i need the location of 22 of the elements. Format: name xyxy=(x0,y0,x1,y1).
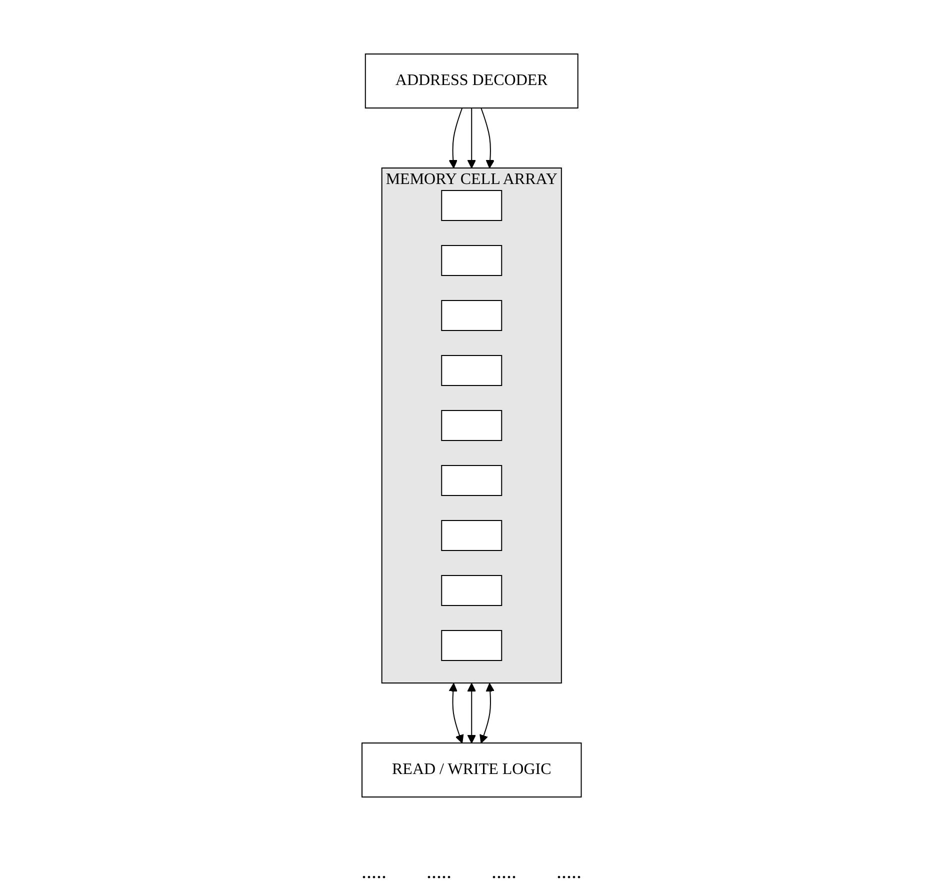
node-box xyxy=(441,575,502,606)
node-box xyxy=(441,245,502,276)
node-box xyxy=(441,355,502,386)
ellipsis-dots: ..... xyxy=(362,861,386,884)
node-box: READ / WRITE LOGIC xyxy=(361,742,582,798)
node-box xyxy=(441,410,502,441)
cluster: MEMORY CELL ARRAY xyxy=(381,168,562,684)
node-box xyxy=(441,630,502,661)
node-box xyxy=(441,190,502,221)
node-box xyxy=(441,520,502,551)
arrow xyxy=(467,683,476,744)
node-box xyxy=(441,465,502,496)
arrow xyxy=(467,108,476,168)
arrow xyxy=(448,108,463,168)
node-box: ADDRESS DECODER xyxy=(364,54,578,108)
node-box xyxy=(441,300,502,331)
ellipsis-dots: ..... xyxy=(556,861,582,884)
arrow xyxy=(479,683,494,744)
arrow xyxy=(480,108,494,168)
ellipsis-dots: ..... xyxy=(492,861,516,884)
arrow xyxy=(448,683,464,744)
ellipsis-dots: ..... xyxy=(426,861,452,884)
